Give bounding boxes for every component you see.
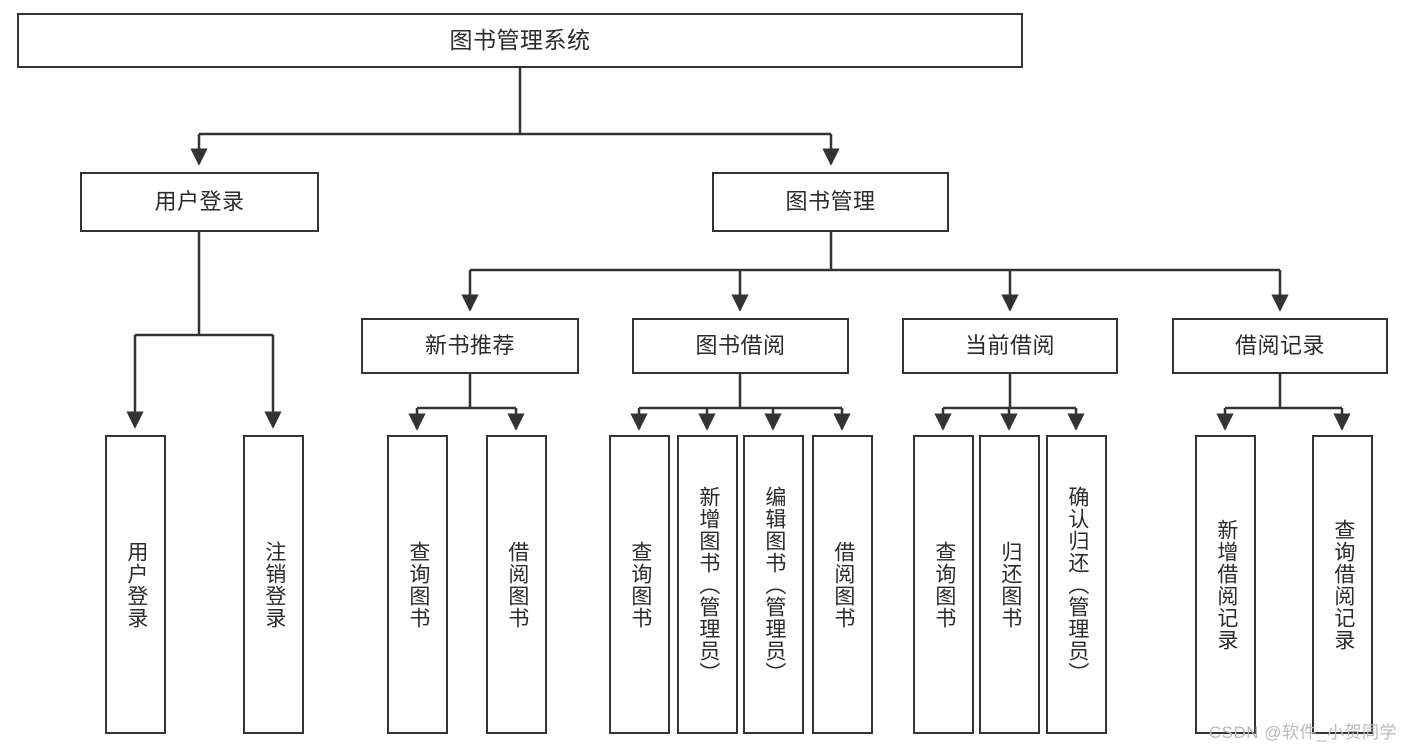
node-label: 新增图书（管理员） [696, 485, 720, 684]
leaf-record-add-record[interactable]: 新增借阅记录 [1195, 435, 1256, 734]
leaf-current-confirm-return-admin[interactable]: 确认归还（管理员） [1046, 435, 1107, 734]
leaf-recommend-borrow-book[interactable]: 借阅图书 [486, 435, 547, 734]
node-label: 用户登录 [154, 188, 245, 214]
leaf-current-query-book[interactable]: 查询图书 [913, 435, 974, 734]
node-label: 图书借阅 [695, 332, 786, 358]
node-current-borrow[interactable]: 当前借阅 [902, 318, 1118, 374]
leaf-record-query-record[interactable]: 查询借阅记录 [1312, 435, 1373, 734]
leaf-current-return-book[interactable]: 归还图书 [979, 435, 1040, 734]
node-label: 查询图书 [406, 540, 430, 629]
node-label: 图书管理 [785, 188, 876, 214]
leaf-borrow-query-book[interactable]: 查询图书 [609, 435, 670, 734]
leaf-borrow-add-book-admin[interactable]: 新增图书（管理员） [677, 435, 738, 734]
node-label: 新增借阅记录 [1214, 518, 1238, 651]
node-label: 借阅图书 [505, 540, 529, 629]
node-root-system[interactable]: 图书管理系统 [17, 13, 1023, 68]
node-label: 查询借阅记录 [1331, 518, 1355, 651]
leaf-borrow-borrow-book[interactable]: 借阅图书 [812, 435, 873, 734]
node-label: 编辑图书（管理员） [762, 485, 786, 684]
node-label: 图书管理系统 [449, 26, 591, 53]
node-book-borrow[interactable]: 图书借阅 [632, 318, 849, 374]
node-label: 新书推荐 [424, 332, 515, 358]
node-new-book-recommend[interactable]: 新书推荐 [361, 318, 579, 374]
leaf-recommend-query-book[interactable]: 查询图书 [387, 435, 448, 734]
node-label: 用户登录 [124, 540, 148, 629]
node-label: 归还图书 [998, 540, 1022, 629]
node-label: 查询图书 [628, 540, 652, 629]
leaf-user-login-signin[interactable]: 用户登录 [105, 435, 166, 734]
node-user-login[interactable]: 用户登录 [80, 172, 319, 232]
node-label: 借阅图书 [831, 540, 855, 629]
leaf-borrow-edit-book-admin[interactable]: 编辑图书（管理员） [743, 435, 804, 734]
watermark-text: CSDN @软件_小贺同学 [1208, 723, 1397, 742]
leaf-user-login-signout[interactable]: 注销登录 [243, 435, 304, 734]
node-label: 确认归还（管理员） [1065, 485, 1089, 684]
node-label: 查询图书 [932, 540, 956, 629]
node-label: 注销登录 [262, 540, 286, 629]
node-borrow-record[interactable]: 借阅记录 [1172, 318, 1388, 374]
node-label: 当前借阅 [964, 332, 1055, 358]
node-book-management[interactable]: 图书管理 [712, 172, 949, 232]
node-label: 借阅记录 [1234, 332, 1325, 358]
